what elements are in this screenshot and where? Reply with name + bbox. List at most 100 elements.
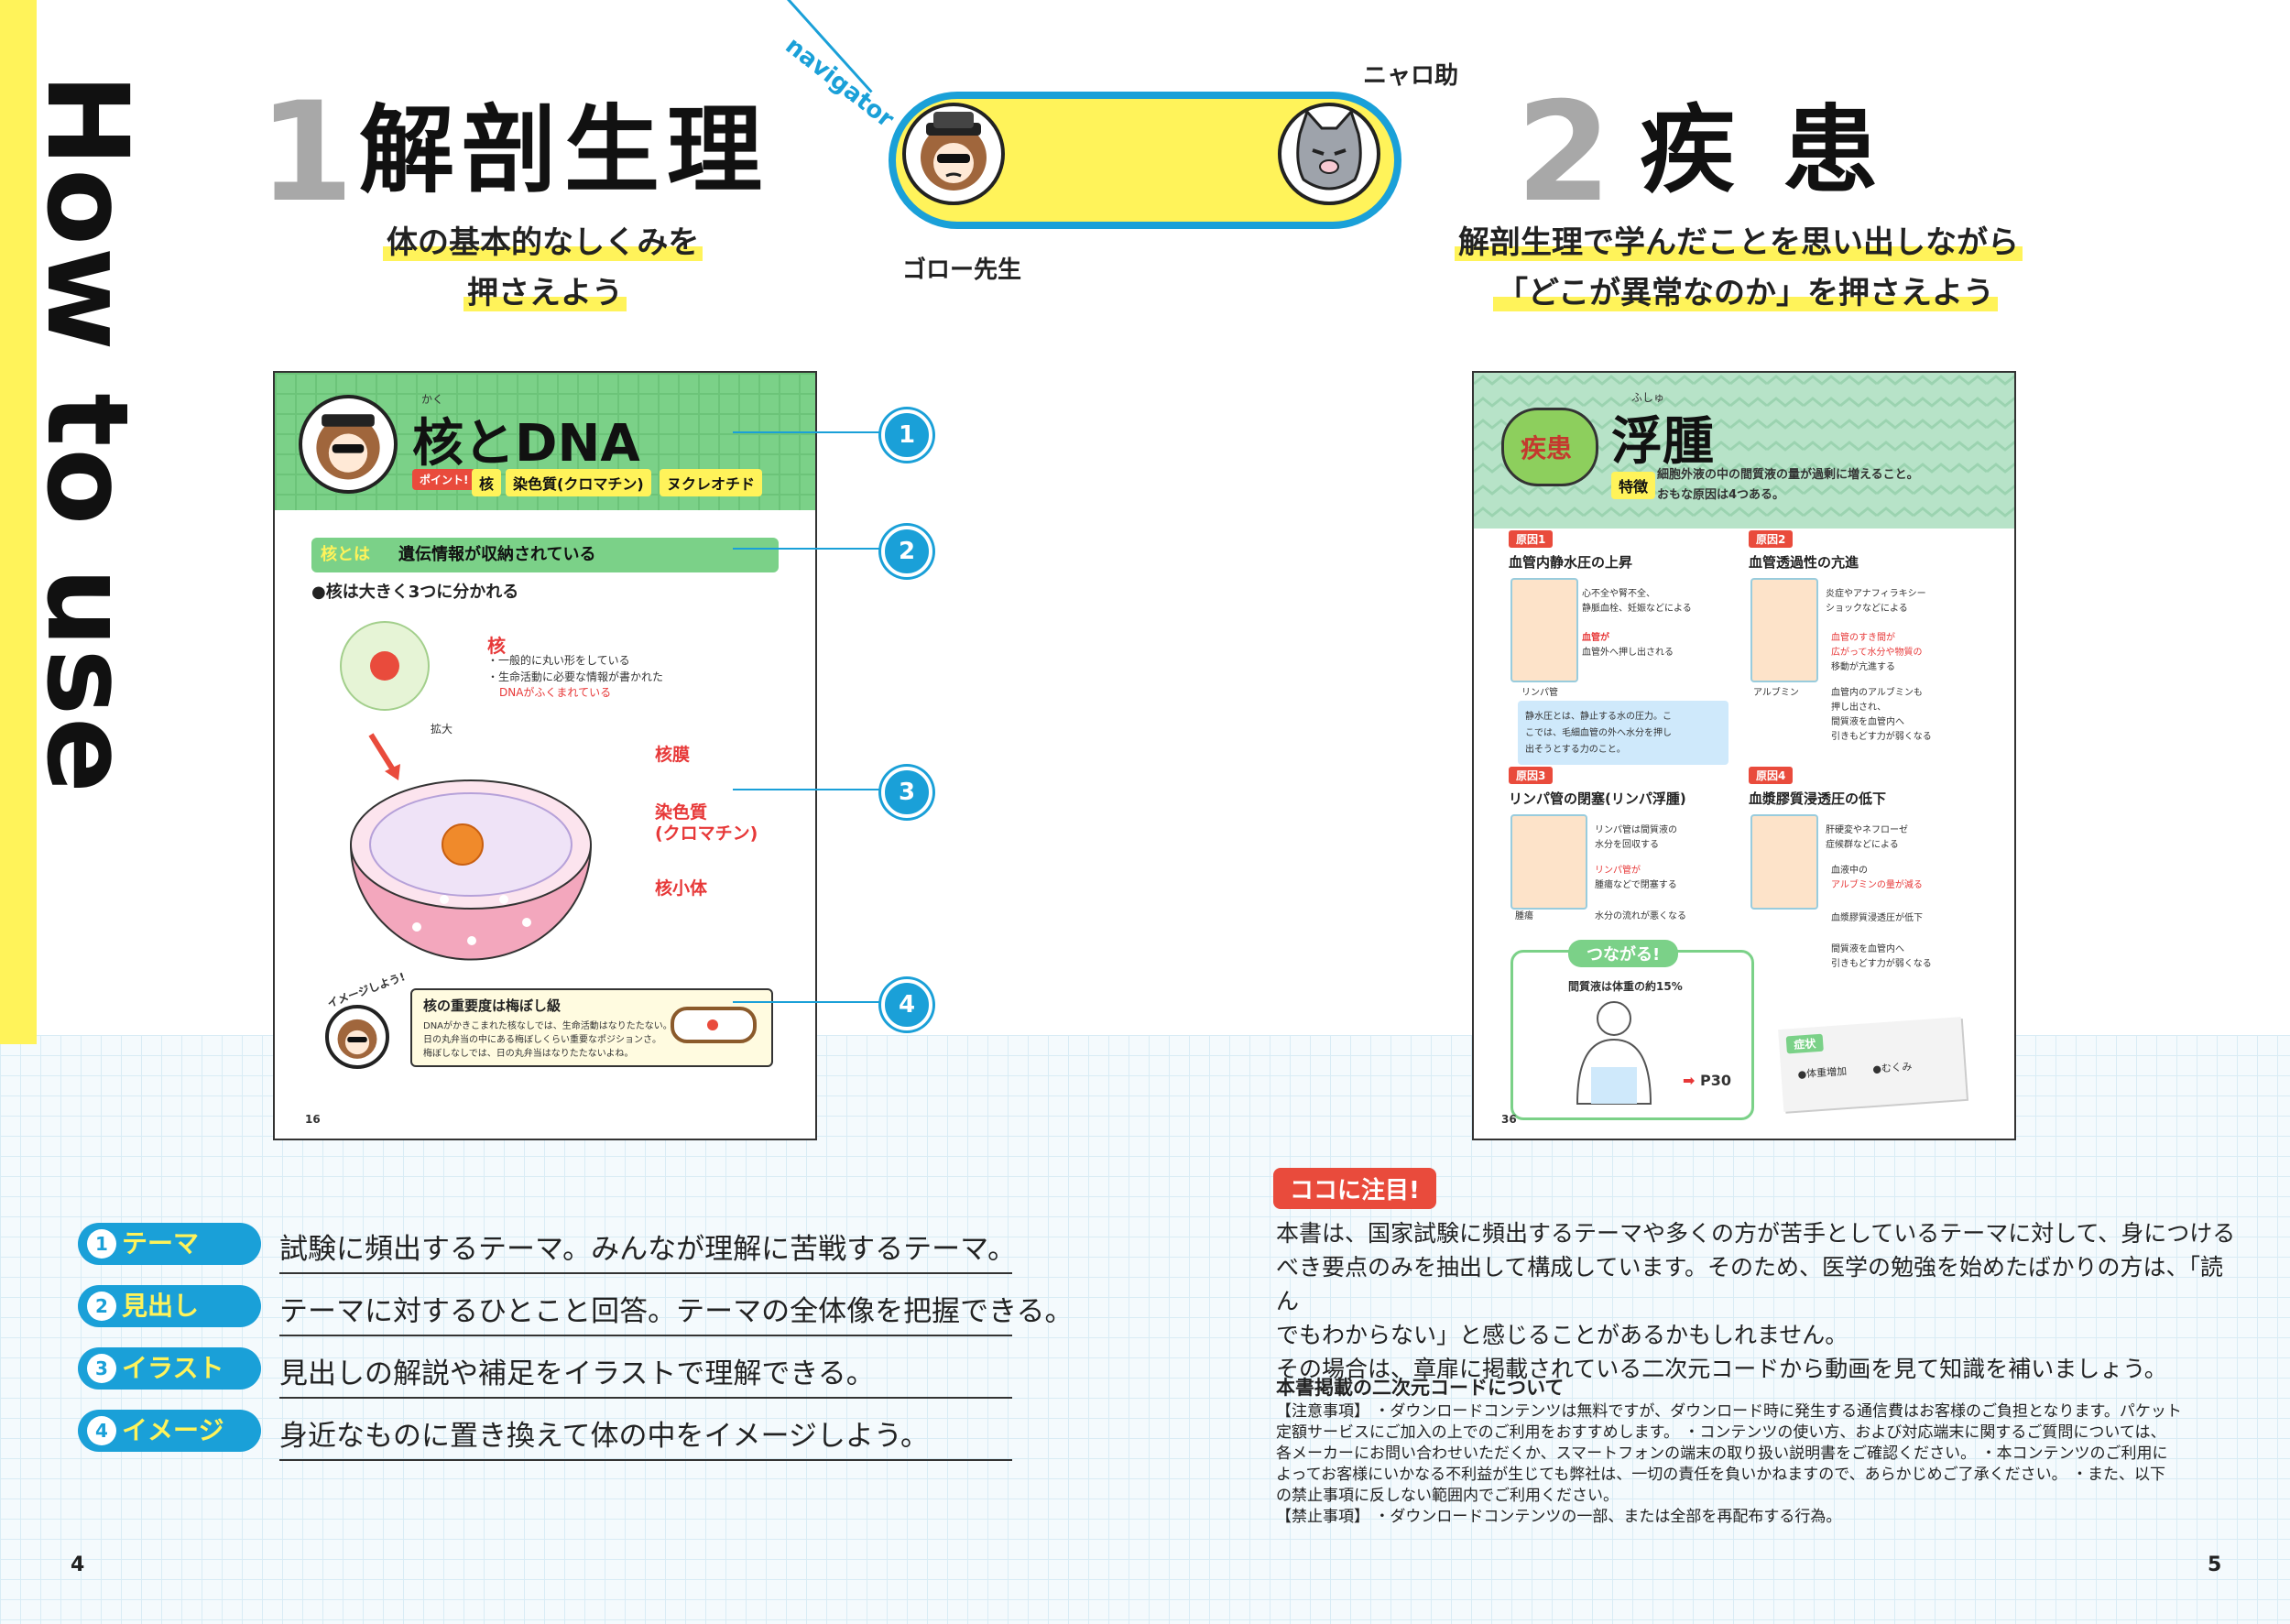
sample-page-anatomy: かく 核とDNA ポイント! 核 染色質(クロマチン) ヌクレオチド 核とは 遺… [273,371,817,1140]
vertical-title: How to use [22,73,152,795]
page-number-left: 4 [71,1553,85,1576]
label-nucleolus: 核小体 [655,878,708,899]
page-number-right: 5 [2208,1553,2222,1576]
legend-num-4: 4 [87,1416,116,1445]
feature-text1: 細胞外液の中の間質液の量が過剰に増えること。 [1657,468,1919,482]
sample-heading-label: 核とは [321,545,370,564]
cause3-illustration [1510,814,1587,910]
label-chromatin: 染色質 [655,802,708,823]
cause2-text2: 広がって水分や物質の [1831,648,1923,658]
cause3-note2: 水分を回収する [1595,840,1659,850]
memo-box: 静水圧とは、静止する水の圧力。こ こでは、毛細血管の外へ水分を押し 出そうとする… [1518,701,1728,765]
legend-label-2: 見出し [122,1291,200,1321]
note-line-4: その場合は、章扉に掲載されている二次元コードから動画を見て知識を補いましょう。 [1276,1356,2167,1382]
body-water-icon [1576,1001,1652,1105]
connect-box: つながる! 間質液は体重の約15% ➡ P30 [1510,940,1754,1120]
sample-page-number: 16 [305,1113,321,1126]
cause3-label: 腫瘍 [1515,911,1533,921]
section2-number: 2 [1516,73,1612,233]
cause4-text1: 血液中の [1831,866,1868,876]
qr-line-3: 各メーカーにお問い合わせいただくか、スマートフォンの端末の取り扱い説明書をご確認… [1276,1444,2168,1463]
symptom-1: ●体重増加 [1797,1064,1848,1081]
image-title: 核の重要度は梅ぼし級 [423,997,562,1014]
callout-num-4: 4 [881,979,932,1030]
legend-label-3: イラスト [122,1353,224,1383]
cause3-tag: 原因3 [1509,767,1554,784]
memo-line2: こでは、毛細血管の外へ水分を押し [1525,728,1672,738]
cause1-label: リンパ管 [1521,688,1558,698]
legend-desc-2: テーマに対するひとこと回答。テーマの全体像を把握できる。 [279,1288,1073,1336]
cause1-text2: 血管外へ押し出される [1582,648,1674,658]
symptom-box: 症状 ●体重増加 ●むくみ [1778,1017,1967,1112]
cause3-text3: 水分の流れが悪くなる [1595,911,1686,921]
cause1-tag: 原因1 [1509,530,1554,548]
sample2-header-band [1474,373,2014,529]
yellow-side-band [0,0,37,1044]
cause2-note2: ショックなどによる [1826,604,1908,614]
cause2-text1: 血管のすき間が [1831,633,1895,643]
cause2-text3: 移動が亢進する [1831,662,1895,672]
goro-image-icon [325,1005,389,1069]
core-desc2: ・生命活動に必要な情報が書かれた [487,670,664,683]
legend-label-4: イメージ [122,1415,224,1445]
qr-line-2: 定額サービスにご加入の上でのご利用をおすすめします。 ・コンテンツの使い方、およ… [1276,1423,2166,1442]
qr-line-1: 【注意事項】 ・ダウンロードコンテンツは無料ですが、ダウンロード時に発生する通信… [1276,1402,2182,1421]
image-box: 核の重要度は梅ぼし級 DNAがかきこまれた核なしでは、生命活動はなりたたない。 … [410,988,773,1067]
sample2-title-ruby: ふしゅ [1631,391,1665,404]
disease-badge-text: 疾患 [1521,433,1573,463]
core-desc1: ・一般的に丸い形をしている [487,654,630,667]
navigator-label: navigator [780,32,900,134]
core-label: 核 [487,635,506,657]
point-label: ポイント! [412,469,476,490]
cause2-note1: 炎症やアナフィラキシー [1826,589,1926,599]
cause1-illustration [1510,578,1578,682]
note-body: 本書は、国家試験に頻出するテーマや多くの方が苦手としているテーマに対して、身につ… [1276,1216,2238,1386]
keyword-2: 染色質(クロマチン) [506,469,651,496]
nucleus-illustration [349,733,593,961]
cause4-text5: 引きもどす力が弱くなる [1831,959,1932,969]
legend-num-3: 3 [87,1354,116,1383]
goro-small-icon [299,395,398,494]
cause2-illustration [1750,578,1818,682]
image-text3: 梅ぼしなしでは、日の丸弁当はなりたたないよね。 [423,1049,634,1059]
legend-num-1: 1 [87,1229,116,1259]
section2-line2: 「どこが異常なのか」を押さえよう [1493,267,1998,312]
cause2-text7: 引きもどす力が弱くなる [1831,732,1932,742]
cause2-label: アルブミン [1753,688,1799,698]
cause4-text4: 間質液を血管内へ [1831,944,1904,954]
callout-num-1: 1 [881,409,932,461]
section1-line2: 押さえよう [463,267,627,312]
sample-title-ruby: かく [421,393,444,406]
memo-line1: 静水圧とは、静止する水の圧力。こ [1525,712,1672,722]
umeboshi-bento-icon [671,1007,757,1043]
legend-label-1: テーマ [122,1228,200,1259]
sample2-title: 浮腫 [1611,412,1714,472]
disease-badge: 疾患 [1501,408,1598,486]
symptom-label: 症状 [1785,1033,1824,1054]
keyword-1: 核 [472,469,502,496]
sample-heading-text: 遺伝情報が収納されている [398,545,596,564]
label-nuclear-membrane: 核膜 [655,745,691,765]
cause3-title: リンパ管の閉塞(リンパ浮腫) [1509,790,1686,807]
note-line-2: べき要点のみを抽出して構成しています。そのため、医学の勉強を始めたばかりの方は、… [1276,1254,2224,1314]
cause2-text4: 血管内のアルブミンも [1831,688,1923,698]
cause4-note1: 肝硬変やネフローゼ [1826,825,1908,835]
nyarosuke-label: ニャロ助 [1363,62,1459,90]
callout-line-3 [733,789,881,790]
sample-page-disease: 疾患 ふしゅ 浮腫 特徴 細胞外液の中の間質液の量が過剰に増えること。 おもな原… [1472,371,2016,1140]
note-line-1: 本書は、国家試験に頻出するテーマや多くの方が苦手としているテーマに対して、身につ… [1276,1220,2236,1247]
cause4-text2: アルブミンの量が減る [1831,880,1923,890]
qr-line-4: よってお客様にいかなる不利益が生じても弊社は、一切の責任を負いかねますので、あら… [1276,1466,2166,1484]
legend-desc-1: 試験に頻出するテーマ。みんなが理解に苦戦するテーマ。 [279,1226,1016,1274]
sample-title: 核とDNA [412,414,640,474]
keyword-3: ヌクレオチド [660,469,763,496]
image-text2: 日の丸弁当の中にある梅ぼしくらい重要なポジションさ。 [423,1035,661,1045]
goro-avatar-icon [902,103,1005,205]
callout-line-4 [733,1001,881,1003]
feature-label: 特徴 [1611,472,1656,499]
note-line-3: でもわからない」と感じることがあるかもしれません。 [1276,1322,1848,1348]
feature-text2: おもな原因は4つある。 [1657,488,1785,502]
cause2-text5: 押し出され、 [1831,703,1887,713]
qr-line-5: の禁止事項に反しない範囲内でご利用ください。 [1276,1487,1619,1505]
